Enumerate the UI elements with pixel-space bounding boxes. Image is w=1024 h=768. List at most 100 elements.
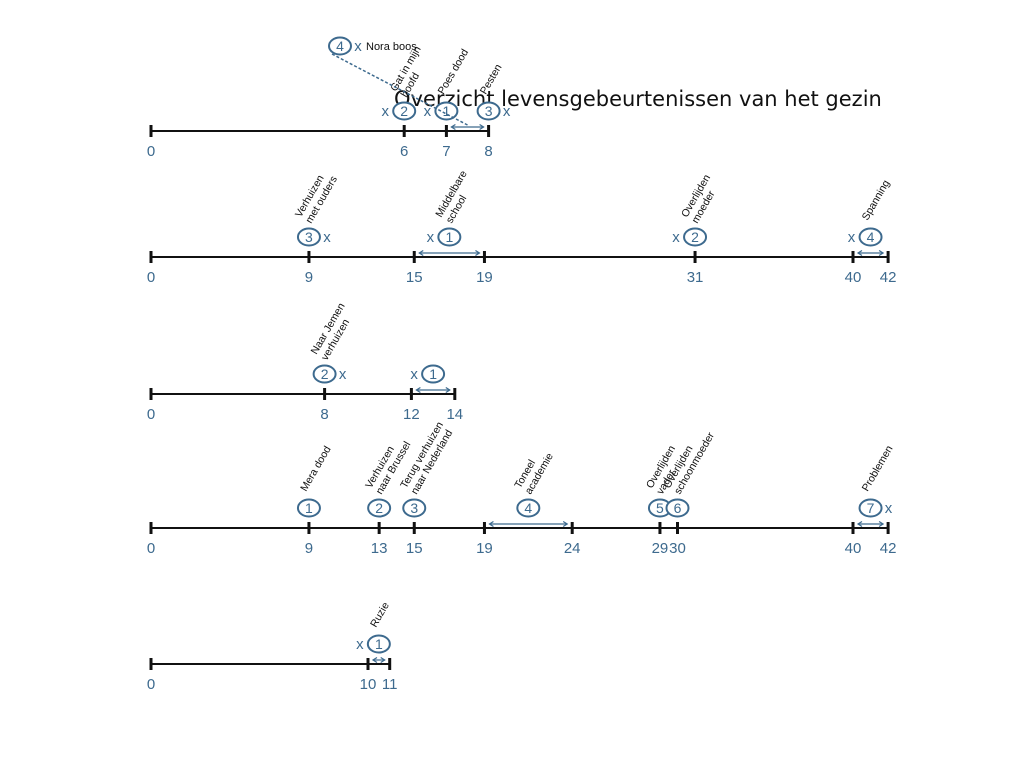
tick-label: 11 xyxy=(382,676,398,693)
event-number: 1 xyxy=(305,500,313,516)
span-arrowhead-left xyxy=(371,656,378,664)
event-label-line: Pesten xyxy=(478,62,505,96)
event-number: 2 xyxy=(375,500,383,516)
extra-x-mark: x xyxy=(354,38,362,55)
event-x-mark: x xyxy=(672,229,680,246)
event-number: 4 xyxy=(524,500,532,516)
event-circle xyxy=(366,634,391,654)
event-label-line: Spanning xyxy=(860,178,893,223)
dashed-connector xyxy=(331,53,468,126)
event-x-mark: x xyxy=(381,103,389,120)
event-x-mark: x xyxy=(885,500,893,517)
event-label: Toneelacademie xyxy=(512,445,556,497)
tick-label: 0 xyxy=(147,269,155,286)
event-marker: 1x Middelbareschool xyxy=(427,168,480,247)
span-arrowhead-right xyxy=(479,123,485,131)
tick-label: 29 xyxy=(652,540,669,557)
tick-label: 10 xyxy=(360,676,377,693)
span-arrowhead-right xyxy=(445,386,451,394)
tick-label: 19 xyxy=(476,269,493,286)
tick-label: 31 xyxy=(687,269,704,286)
event-number: 4 xyxy=(867,229,875,245)
tick-label: 15 xyxy=(406,269,423,286)
tick-label: 42 xyxy=(880,269,897,286)
event-circle xyxy=(421,364,446,384)
tick-label: 0 xyxy=(147,540,155,557)
event-label: Mera dood xyxy=(298,444,334,494)
event-x-mark: x xyxy=(323,229,331,246)
span-arrowhead-left xyxy=(418,249,424,257)
event-x-mark: x xyxy=(427,229,435,246)
event-number: 1 xyxy=(429,366,437,382)
event-x-mark: x xyxy=(356,636,364,653)
event-label: Naar Jemenverhuizen xyxy=(309,301,358,363)
event-label: Problemen xyxy=(860,443,896,493)
event-circle xyxy=(858,498,883,518)
event-label-line: Problemen xyxy=(860,443,896,493)
diagram-title: Overzicht levensgebeurtenissen van het g… xyxy=(394,87,882,111)
event-number: 3 xyxy=(410,500,418,516)
event-circle xyxy=(312,364,337,384)
event-label: Middelbareschool xyxy=(433,168,480,225)
tick-label: 8 xyxy=(484,143,492,160)
event-number: 5 xyxy=(656,500,664,516)
event-number: 1 xyxy=(375,636,383,652)
tick-label: 13 xyxy=(371,540,388,557)
event-number: 2 xyxy=(321,366,329,382)
tick-label: 14 xyxy=(446,406,463,423)
event-circle xyxy=(437,227,462,247)
span-arrowhead-left xyxy=(856,249,863,257)
tick-label: 19 xyxy=(476,540,493,557)
event-circle xyxy=(402,498,427,518)
span-arrowhead-left xyxy=(450,123,456,131)
tick-label: 0 xyxy=(147,406,155,423)
event-label-line: Poes dood xyxy=(436,47,472,97)
event-number: 2 xyxy=(400,103,408,119)
extra-event-label: Nora boos xyxy=(366,41,417,53)
tick-label: 24 xyxy=(564,540,581,557)
span-arrowhead-left xyxy=(415,386,421,394)
event-label: Verhuizenmet ouders xyxy=(293,168,340,225)
event-x-mark: x xyxy=(424,103,432,120)
event-number: 1 xyxy=(445,229,453,245)
tick-label: 42 xyxy=(880,540,897,557)
tick-label: 9 xyxy=(305,540,313,557)
span-arrowhead-left xyxy=(488,520,494,528)
tick-label: 6 xyxy=(400,143,408,160)
event-label: Ruzie xyxy=(368,600,392,629)
event-circle xyxy=(296,227,321,247)
event-circle xyxy=(367,498,392,518)
event-circle xyxy=(296,498,321,518)
event-number: 3 xyxy=(305,229,313,245)
tick-label: 12 xyxy=(403,406,420,423)
tick-label: 0 xyxy=(147,676,155,693)
event-number: 1 xyxy=(443,103,451,119)
event-circle xyxy=(858,227,883,247)
event-marker: 4 Toneelacademie xyxy=(512,445,556,518)
tick-label: 8 xyxy=(320,406,328,423)
event-circle xyxy=(392,101,417,121)
event-number: 6 xyxy=(674,500,682,516)
tick-label: 30 xyxy=(669,540,686,557)
event-label: Poes dood xyxy=(436,47,472,97)
tick-label: 0 xyxy=(147,143,155,160)
span-arrowhead-right xyxy=(562,520,569,528)
tick-label: 40 xyxy=(845,540,862,557)
event-circle xyxy=(434,101,459,121)
event-circle xyxy=(683,227,708,247)
span-arrowhead-left xyxy=(856,520,863,528)
tick-label: 15 xyxy=(406,540,423,557)
event-x-mark: x xyxy=(848,229,856,246)
tick-label: 9 xyxy=(305,269,313,286)
